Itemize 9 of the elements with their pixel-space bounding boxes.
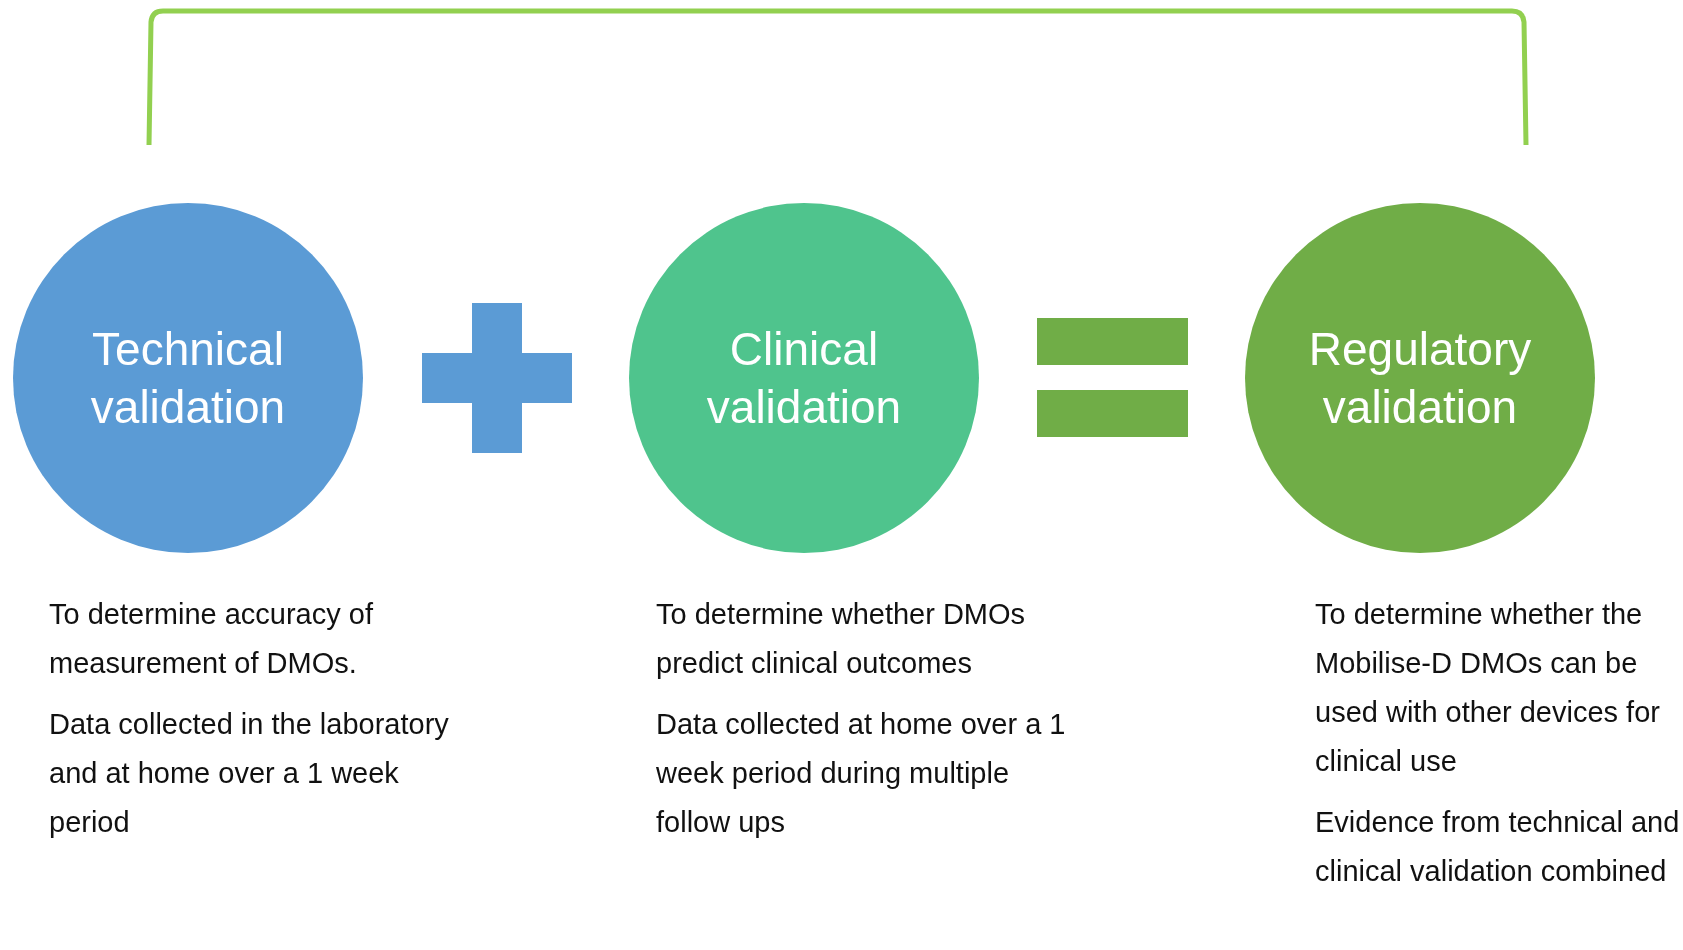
description-text: To determine whether DMOs predict clinical outcomes — [656, 597, 1027, 681]
description-text: To determine whether the Mobilise-D DMOs can be used with other devices for clinical use — [1315, 597, 1661, 779]
description-text: Data collected in the laboratory and at home over a 1 week period — [49, 707, 449, 840]
description-text: Evidence from technical and clinical validation combined — [1315, 805, 1681, 889]
circle-title: Regulatory validation — [1307, 322, 1533, 435]
circle-title: Technical validation — [89, 322, 287, 435]
description-text: Data collected at home over a 1 week period during multiple follow ups — [656, 707, 1067, 840]
circle-title: Clinical validation — [705, 322, 903, 435]
description-text: To determine accuracy of measurement of DMOs. — [49, 597, 374, 681]
